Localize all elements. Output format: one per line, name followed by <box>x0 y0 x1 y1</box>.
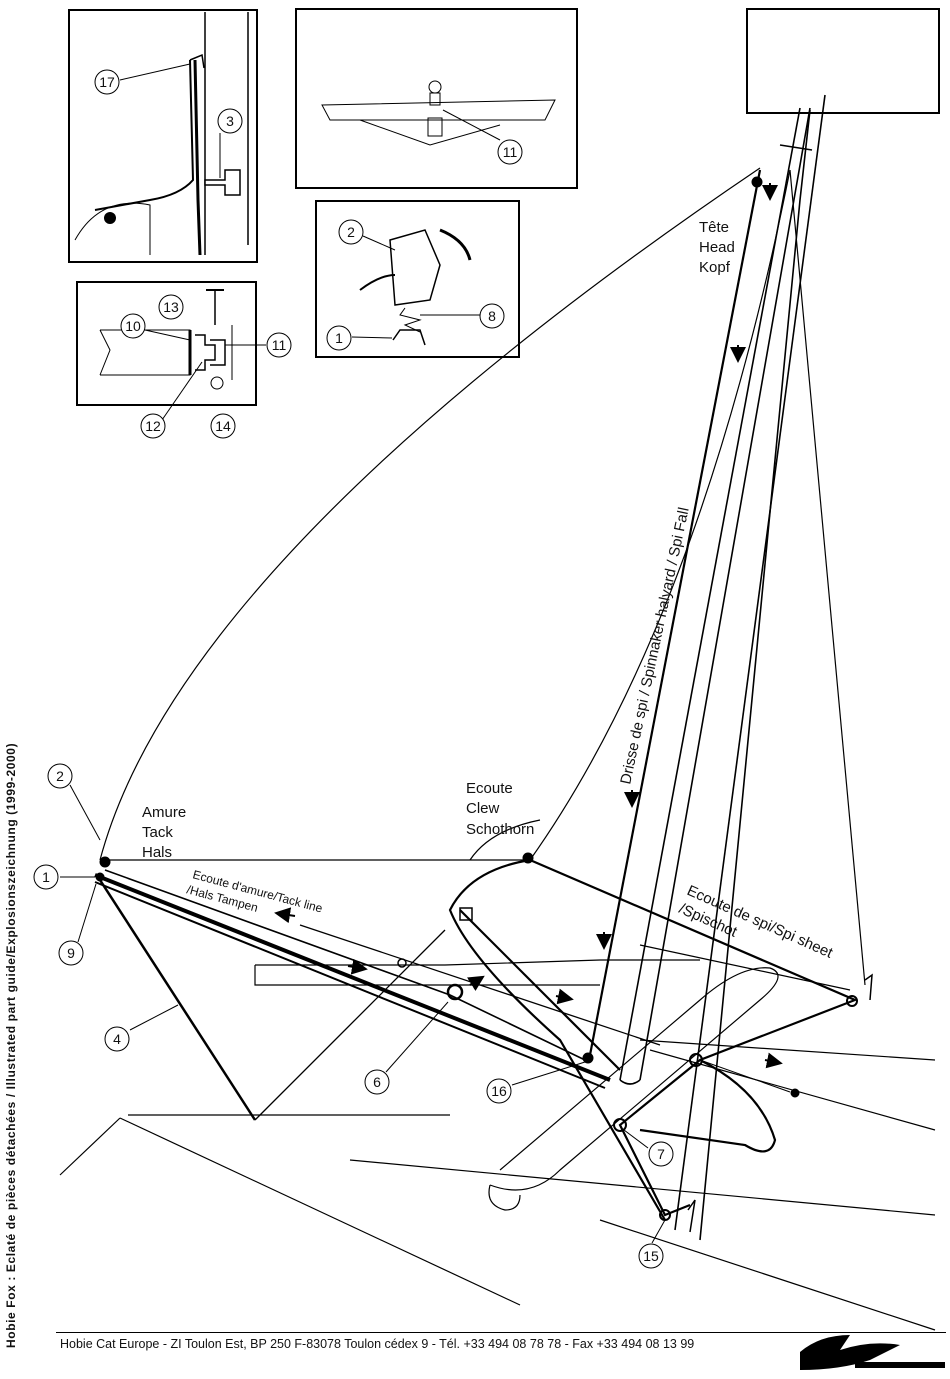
part-callout-2-tack: 2 <box>47 763 73 789</box>
svg-text:8: 8 <box>488 308 496 324</box>
spinnaker-sail <box>99 167 866 986</box>
svg-text:11: 11 <box>503 144 518 160</box>
svg-text:2: 2 <box>56 768 64 784</box>
svg-text:Clew: Clew <box>466 800 500 817</box>
inset-mast-track <box>68 9 258 263</box>
part-callout-13: 13 <box>158 294 184 320</box>
part-callout-6: 6 <box>364 1069 390 1095</box>
boat-hull-and-deck <box>59 944 936 1331</box>
part-callout-1-tack: 1 <box>33 864 59 890</box>
svg-text:Ecoute: Ecoute <box>466 780 513 797</box>
svg-text:4: 4 <box>113 1031 121 1047</box>
part-callout-10: 10 <box>120 313 146 339</box>
bowsprit <box>94 873 611 1121</box>
part-callout-12: 12 <box>140 413 166 439</box>
svg-text:Tête: Tête <box>699 219 729 236</box>
svg-text:14: 14 <box>215 418 231 434</box>
direction-arrows <box>274 183 783 1069</box>
part-callout-8: 8 <box>479 303 505 329</box>
part-callout-14: 14 <box>210 413 236 439</box>
part-callout-1-cleat: 1 <box>326 325 352 351</box>
footer-divider <box>56 1332 946 1333</box>
footer-text: Hobie Cat Europe - ZI Toulon Est, BP 250… <box>60 1337 695 1351</box>
svg-text:Tack: Tack <box>142 824 173 841</box>
svg-text:12: 12 <box>145 418 161 434</box>
part-callout-17: 17 <box>94 69 120 95</box>
svg-text:Hals: Hals <box>142 844 172 861</box>
label-spi-sheet: Ecoute de spi/Spi sheet /Spischot <box>676 882 836 962</box>
inset-pole-fitting <box>76 281 266 421</box>
part-callout-11-pole: 11 <box>266 332 292 358</box>
svg-text:16: 16 <box>491 1083 507 1099</box>
svg-text:Head: Head <box>699 239 735 256</box>
inset-cam-cleat <box>315 200 520 358</box>
part-callout-4: 4 <box>104 1026 130 1052</box>
svg-text:9: 9 <box>67 945 75 961</box>
svg-text:11: 11 <box>272 337 287 353</box>
svg-text:10: 10 <box>125 318 141 334</box>
hobie-logo <box>800 1335 945 1370</box>
side-title: Hobie Fox : Eclaté de pièces détachées /… <box>4 742 18 1348</box>
part-callout-2-cleat: 2 <box>338 219 364 245</box>
part-callout-3: 3 <box>217 108 243 134</box>
blank-box <box>746 8 940 114</box>
svg-text:13: 13 <box>163 299 179 315</box>
label-clew: Ecoute Clew Schothorn <box>466 780 534 838</box>
svg-text:6: 6 <box>373 1074 381 1090</box>
svg-text:Schothorn: Schothorn <box>466 821 534 838</box>
part-callout-7: 7 <box>648 1141 674 1167</box>
svg-text:15: 15 <box>643 1248 659 1264</box>
svg-text:1: 1 <box>42 869 50 885</box>
label-tack: Amure Tack Hals <box>142 804 186 861</box>
part-callout-15: 15 <box>638 1243 664 1269</box>
svg-text:3: 3 <box>226 113 234 129</box>
inset-top-view <box>295 8 578 189</box>
svg-text:7: 7 <box>657 1146 665 1162</box>
svg-text:17: 17 <box>99 74 115 90</box>
svg-text:Amure: Amure <box>142 804 186 821</box>
label-head: Tête Head Kopf <box>699 219 735 276</box>
label-tack-line: Ecoute d'amure/Tack line /Hals Tampen <box>185 867 324 915</box>
part-callout-11-top: 11 <box>497 139 523 165</box>
label-halyard: Drisse de spi / Spinnaker halyard / Spi … <box>617 506 692 786</box>
svg-text:Kopf: Kopf <box>699 259 731 276</box>
part-callout-9: 9 <box>58 940 84 966</box>
svg-text:1: 1 <box>335 330 343 346</box>
callout-leaders <box>60 784 666 1244</box>
fittings <box>95 176 873 1233</box>
svg-text:2: 2 <box>347 224 355 240</box>
spinnaker-halyard-line <box>588 169 762 1056</box>
part-callout-16: 16 <box>486 1078 512 1104</box>
